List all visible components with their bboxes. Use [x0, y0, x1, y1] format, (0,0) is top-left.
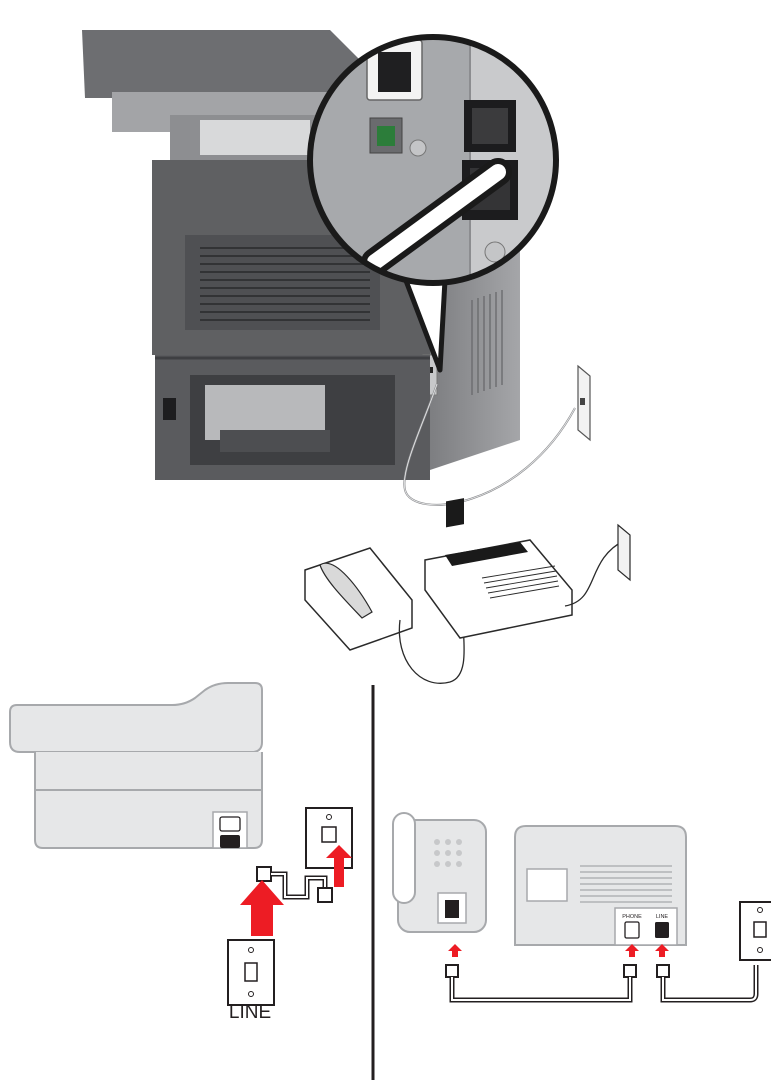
rj11-plug-line-port: [657, 965, 669, 977]
answering-machine-speaker: [580, 866, 672, 902]
printer-ext-port-icon: [220, 817, 240, 831]
phone-machine-line-diagram: PHONE LINE: [393, 813, 771, 1000]
machine-to-wall-cable: [565, 540, 625, 606]
answering-machine-display: [446, 498, 464, 527]
answering-machine-phone-port: [625, 922, 639, 938]
answering-machine-line-port-label: LINE: [656, 914, 669, 920]
printer-line-diagram: LINE: [10, 683, 352, 1023]
printer-output-tray: [200, 120, 310, 155]
telephone-handset-diagram: [393, 813, 415, 903]
phone-and-answering-machine: [305, 498, 630, 683]
arrow-up-printer: [240, 880, 284, 936]
printer-tray-latch: [220, 430, 330, 452]
arrow-up-telephone: [448, 944, 462, 957]
telephone-to-machine-cable-diagram: [452, 977, 630, 1000]
machine-to-wall-cable-diagram: [663, 965, 756, 1000]
answering-machine-display-diagram: [527, 869, 567, 901]
printer-scanner-top: [82, 30, 360, 98]
wall-jack-middle: [618, 525, 630, 580]
answering-machine-phone-port-label: PHONE: [622, 914, 642, 920]
printer-power-socket: [163, 398, 176, 420]
rj11-plug-printer: [257, 867, 271, 881]
wall-jack-line-label: LINE: [229, 1002, 271, 1023]
telephone-keypad: [434, 839, 462, 867]
rj11-plug-wall: [318, 888, 332, 902]
answering-machine-line-port: [655, 922, 669, 938]
printer-diagram-top: [10, 683, 262, 752]
printer-line-port-icon: [220, 835, 240, 848]
rj11-plug-telephone: [446, 965, 458, 977]
telephone-line-port: [445, 900, 459, 918]
rj11-plug-phone-port: [624, 965, 636, 977]
